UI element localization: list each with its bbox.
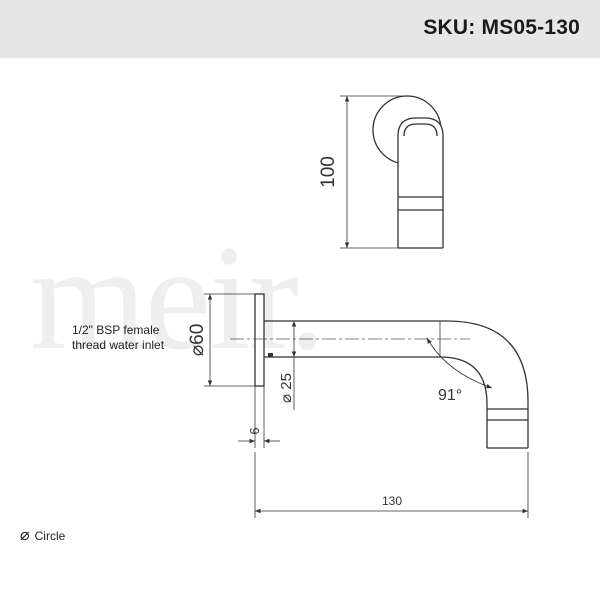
legend-label: Circle <box>34 529 66 543</box>
angle-dimension <box>426 337 493 389</box>
front-spout-body <box>397 117 444 248</box>
length-dimension <box>254 452 529 518</box>
length-label: 130 <box>382 494 402 508</box>
side-spout-outer <box>264 320 529 448</box>
inlet-annotation-line1: 1/2" BSP female <box>72 323 160 337</box>
inlet-annotation-line2: thread water inlet <box>72 338 165 352</box>
thickness-dimension <box>238 386 280 448</box>
height-dim-label: 100 <box>318 156 339 188</box>
front-spout-inner <box>403 123 438 137</box>
watermark: meir. <box>30 215 324 381</box>
side-flange-plate <box>254 293 265 387</box>
front-view <box>372 95 444 249</box>
thickness-label: 6 <box>247 427 262 434</box>
spout-diameter-dimension <box>264 320 300 410</box>
circle-symbol-icon: ⌀ <box>20 527 30 544</box>
height-dimension <box>340 95 405 249</box>
flange-diameter-dimension <box>204 293 255 387</box>
inlet-annotation: 1/2" BSP female thread water inlet <box>72 323 164 353</box>
legend: ⌀ Circle <box>20 527 66 544</box>
inlet-marker <box>268 353 273 357</box>
header-bar: SKU: MS05-130 <box>0 0 600 58</box>
sku-title: SKU: MS05-130 <box>423 16 580 39</box>
angle-label: 91° <box>438 387 462 404</box>
flange-diameter-label: ⌀60 <box>187 324 208 357</box>
spout-diameter-label: ⌀ 25 <box>278 373 295 403</box>
